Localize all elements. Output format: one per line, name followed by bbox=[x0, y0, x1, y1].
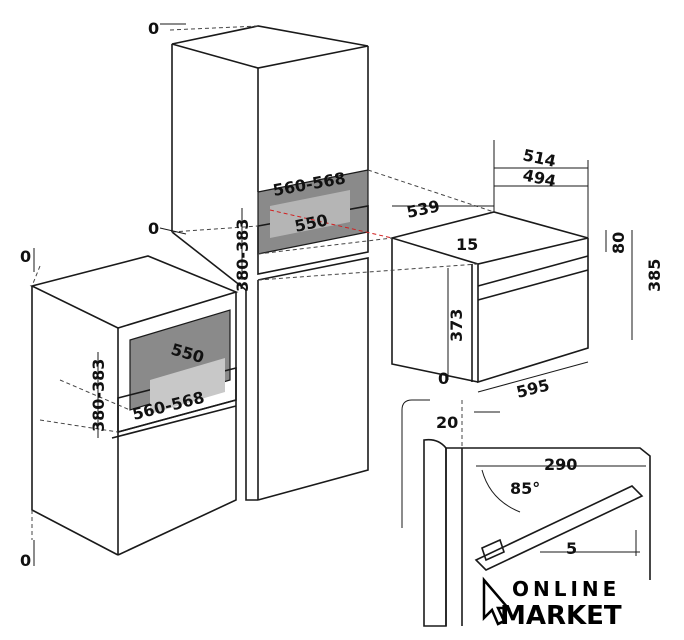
appliance-total-height: 385 bbox=[645, 259, 664, 292]
appliance-width: 595 bbox=[514, 375, 551, 402]
logo-line-1: ONLINE bbox=[512, 577, 620, 601]
base-cabinet bbox=[29, 255, 239, 556]
guide-lines bbox=[31, 25, 495, 540]
base-bottom-zero: 0 bbox=[20, 551, 31, 570]
appliance-depth-539: 539 bbox=[405, 196, 442, 222]
appliance-panel-height: 80 bbox=[609, 232, 628, 254]
base-top-zero: 0 bbox=[20, 247, 31, 266]
appliance-oven bbox=[389, 211, 589, 384]
appliance-bottom-zero: 0 bbox=[438, 369, 449, 388]
door-clearance: 5 bbox=[566, 539, 577, 558]
base-niche-height: 380-383 bbox=[89, 359, 108, 432]
logo-line-2: MARKET bbox=[500, 601, 622, 631]
tall-cabinet bbox=[171, 25, 369, 501]
dimension-lines bbox=[33, 23, 646, 566]
door-detail bbox=[401, 399, 651, 627]
door-width: 290 bbox=[544, 455, 577, 474]
online-market-logo: ONLINE MARKET bbox=[482, 576, 622, 631]
tall-niche-height: 380-383 bbox=[233, 219, 252, 292]
tall-top-zero: 0 bbox=[148, 19, 159, 38]
cursor-icon bbox=[482, 576, 511, 626]
tall-mid-zero: 0 bbox=[148, 219, 159, 238]
appliance-gap: 20 bbox=[436, 413, 458, 432]
dimension-labels: 0 0 560-568 550 380-383 0 0 550 560-568 … bbox=[20, 19, 664, 570]
appliance-front-offset: 15 bbox=[456, 235, 478, 254]
door-angle: 85° bbox=[510, 479, 540, 498]
appliance-door-height: 373 bbox=[447, 309, 466, 342]
